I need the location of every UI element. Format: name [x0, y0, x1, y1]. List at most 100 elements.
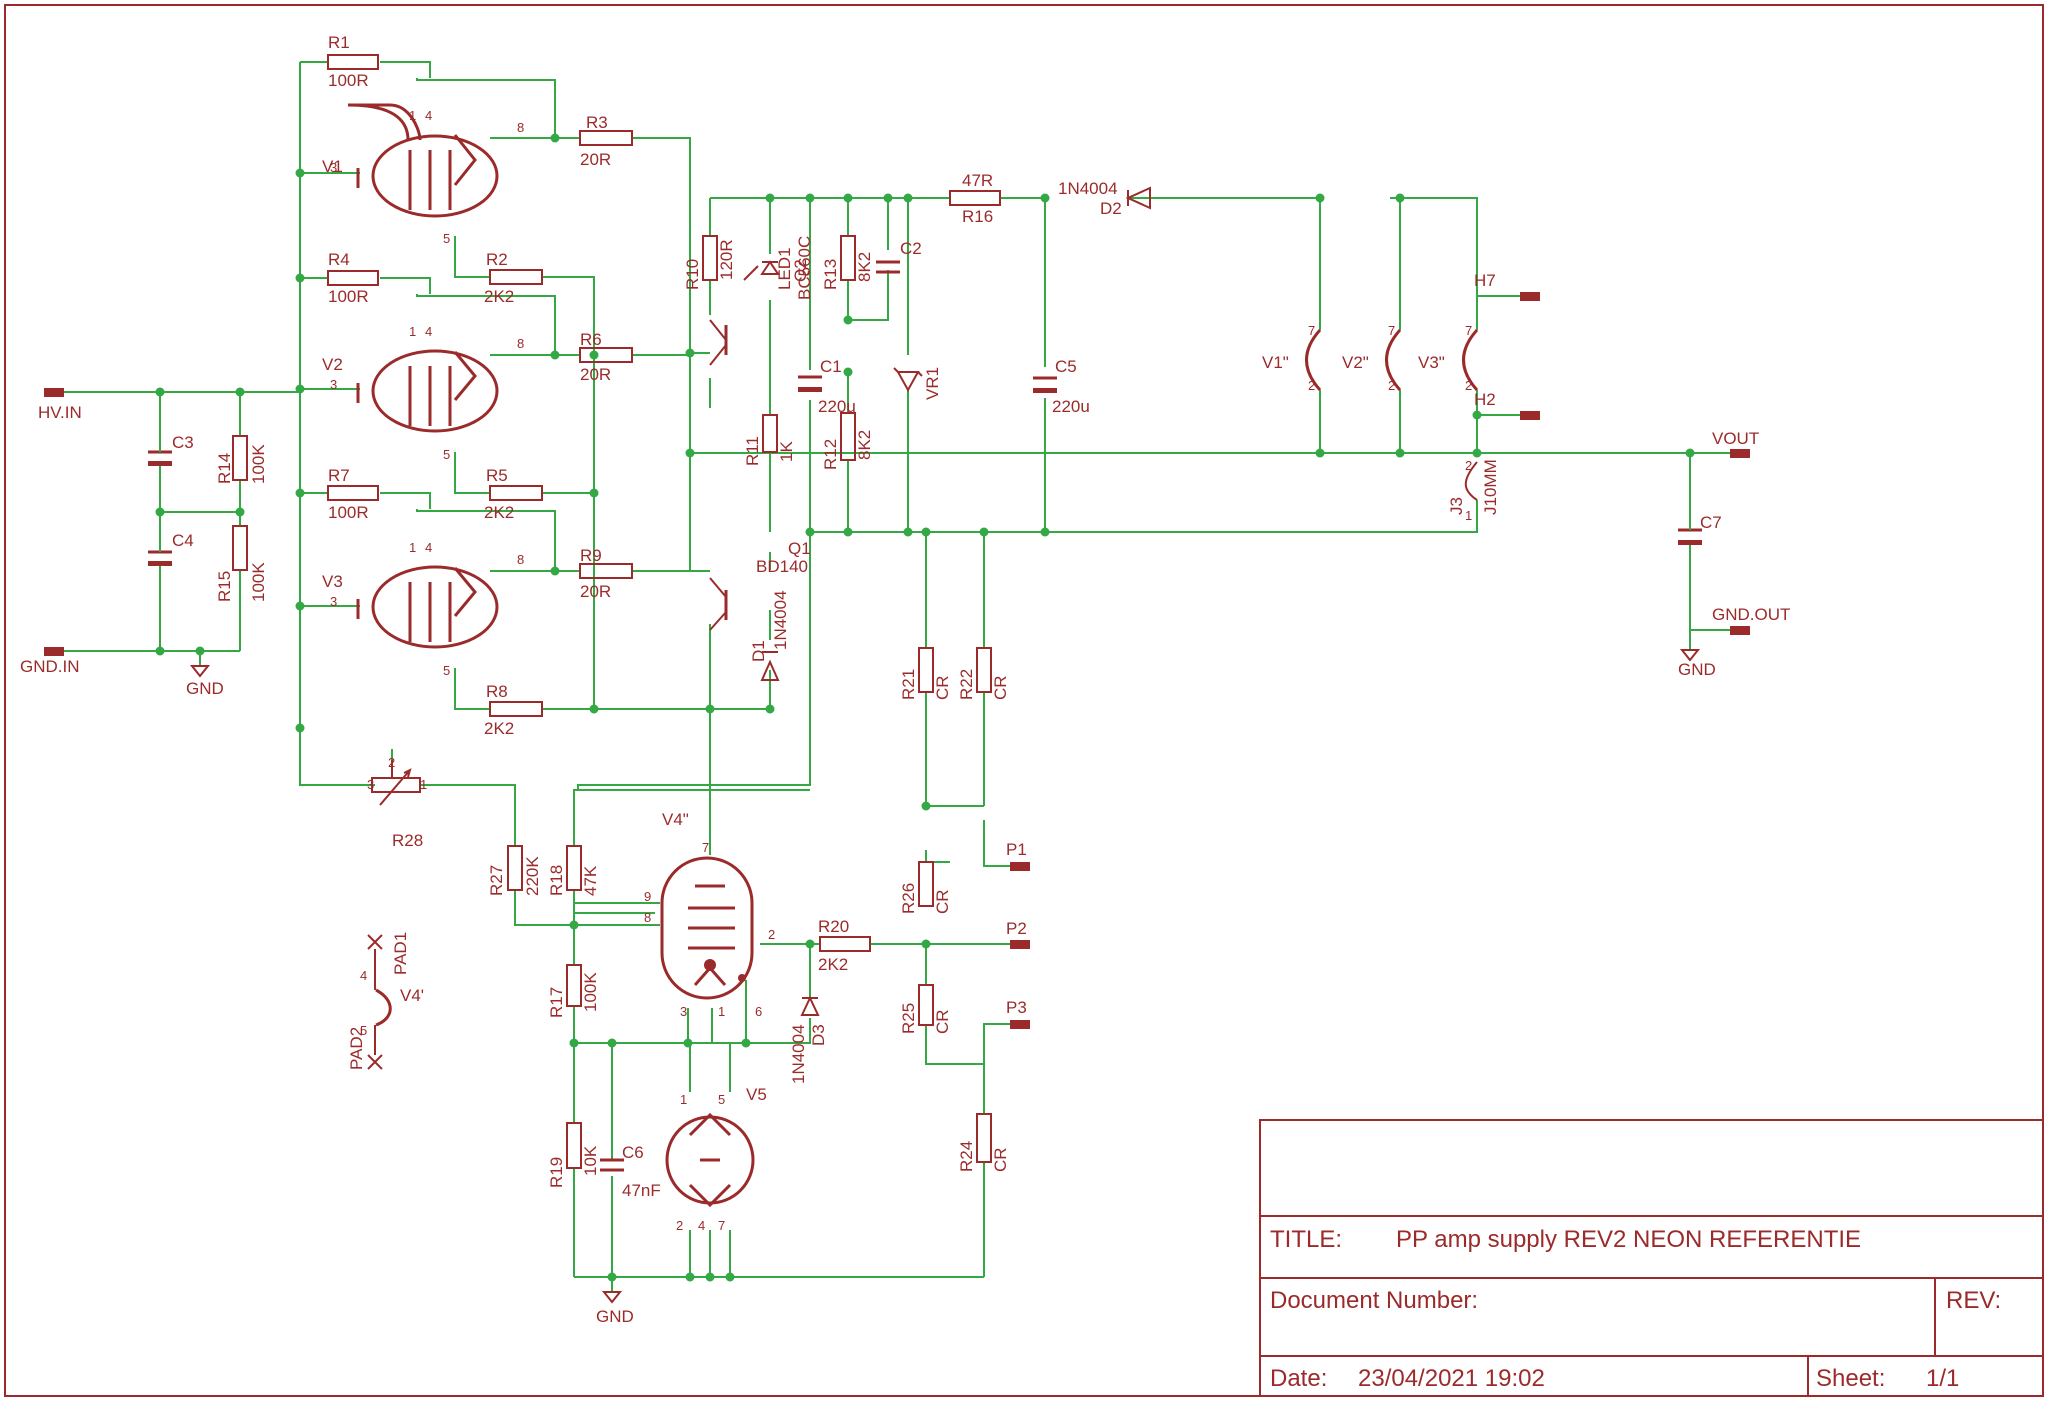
tube-v2 [356, 349, 499, 433]
potentiometer-arrow [379, 768, 412, 806]
label-r26-val: CR [933, 889, 952, 914]
pad-gnd-in [44, 647, 64, 656]
resistor-r24 [976, 1113, 992, 1163]
svg-text:6: 6 [755, 1004, 762, 1019]
label-h7: H7 [1474, 271, 1496, 290]
capacitor-c6 [600, 1158, 624, 1172]
heater-v4p [375, 988, 392, 1027]
label-gnd-out: GND.OUT [1712, 605, 1790, 624]
pad-hv-in [44, 388, 64, 397]
resistor-r8 [489, 701, 543, 717]
resistor-r26 [918, 861, 934, 907]
resistor-r18 [566, 845, 582, 891]
capacitor-c1 [798, 375, 822, 392]
label-r17-val: 100K [581, 972, 600, 1012]
svg-text:1: 1 [409, 324, 416, 339]
svg-text:2: 2 [1308, 378, 1315, 393]
label-c2: C2 [900, 239, 922, 258]
label-r1-val: 100R [328, 71, 369, 90]
resistor-r14 [232, 435, 248, 481]
svg-text:3: 3 [330, 594, 337, 609]
title-value: PP amp supply REV2 NEON REFERENTIE [1396, 1226, 1861, 1253]
svg-text:1: 1 [409, 108, 416, 123]
resistor-r17 [566, 964, 582, 1007]
label-pad1: PAD1 [391, 932, 410, 975]
svg-text:8: 8 [517, 120, 524, 135]
potentiometer-r28 [371, 777, 421, 793]
label-c6: C6 [622, 1143, 644, 1162]
label-v5: V5 [746, 1085, 767, 1104]
svg-text:1: 1 [409, 540, 416, 555]
svg-text:3: 3 [330, 377, 337, 392]
label-c7: C7 [1700, 513, 1722, 532]
svg-text:8: 8 [644, 910, 651, 925]
label-r13: R13 [821, 259, 840, 290]
svg-text:3: 3 [367, 777, 374, 792]
label-r4: R4 [328, 250, 350, 269]
resistor-r21 [918, 647, 934, 693]
label-r22: R22 [957, 669, 976, 700]
svg-text:1: 1 [718, 1004, 725, 1019]
label-hv-in: HV.IN [38, 403, 82, 422]
svg-text:2: 2 [1388, 378, 1395, 393]
label-r19: R19 [547, 1157, 566, 1188]
diode-d2 [1125, 186, 1151, 210]
label-r25-val: CR [933, 1009, 952, 1034]
resistor-r27 [507, 845, 523, 891]
label-r21-val: CR [933, 675, 952, 700]
rev-label: REV: [1946, 1287, 2001, 1314]
svg-text:4: 4 [425, 108, 432, 123]
label-r16-val: 47R [962, 171, 993, 190]
gnd-symbol-left [189, 665, 211, 678]
sheet-label: Sheet: [1816, 1365, 1885, 1392]
label-gnd-left: GND [186, 679, 224, 698]
label-v3: V3 [322, 572, 343, 591]
svg-text:5: 5 [443, 663, 450, 678]
label-j3: J3 [1447, 497, 1466, 515]
tube-v5 [665, 1112, 755, 1208]
svg-text:1: 1 [1465, 508, 1472, 523]
label-r9-val: 20R [580, 582, 611, 601]
label-q1: Q1 [788, 539, 811, 558]
tube-v4pp [660, 856, 754, 1000]
wires [64, 61, 1730, 1292]
resistor-r25 [918, 984, 934, 1026]
led-ld1 [743, 260, 780, 281]
label-r7-val: 100R [328, 503, 369, 522]
resistor-r3 [579, 130, 633, 146]
svg-text:9: 9 [644, 889, 651, 904]
label-c6-val: 47nF [622, 1181, 661, 1200]
label-r27-val: 220K [523, 856, 542, 896]
components [44, 54, 1750, 1304]
label-r11-val: 1K [777, 441, 796, 462]
label-r20-val: 2K2 [818, 955, 848, 974]
resistor-r11 [762, 414, 778, 453]
svg-text:7: 7 [702, 840, 709, 855]
resistor-r9 [579, 563, 633, 579]
svg-text:3: 3 [680, 1004, 687, 1019]
svg-text:4: 4 [425, 324, 432, 339]
label-r28: R28 [392, 831, 423, 850]
label-r16: R16 [962, 207, 993, 226]
label-r8: R8 [486, 682, 508, 701]
label-d3: D3 [809, 1024, 828, 1046]
label-r14: R14 [215, 453, 234, 484]
label-r18-val: 47K [581, 865, 600, 896]
pad-p2 [1010, 940, 1030, 949]
svg-text:5: 5 [360, 1023, 367, 1038]
resistor-r1 [327, 54, 379, 70]
label-gnd-bottom: GND [596, 1307, 634, 1326]
pad-gnd-out [1730, 626, 1750, 635]
svg-text:8: 8 [517, 336, 524, 351]
label-r1: R1 [328, 33, 350, 52]
label-v2pp: V2" [1342, 353, 1369, 372]
label-d2: D2 [1100, 199, 1122, 218]
label-ld1: LED1 [775, 247, 794, 290]
resistor-r13 [840, 235, 856, 281]
label-p1: P1 [1006, 840, 1027, 859]
sheet-frame [4, 4, 2044, 1397]
label-r3-val: 20R [580, 150, 611, 169]
label-r11: R11 [743, 436, 762, 466]
